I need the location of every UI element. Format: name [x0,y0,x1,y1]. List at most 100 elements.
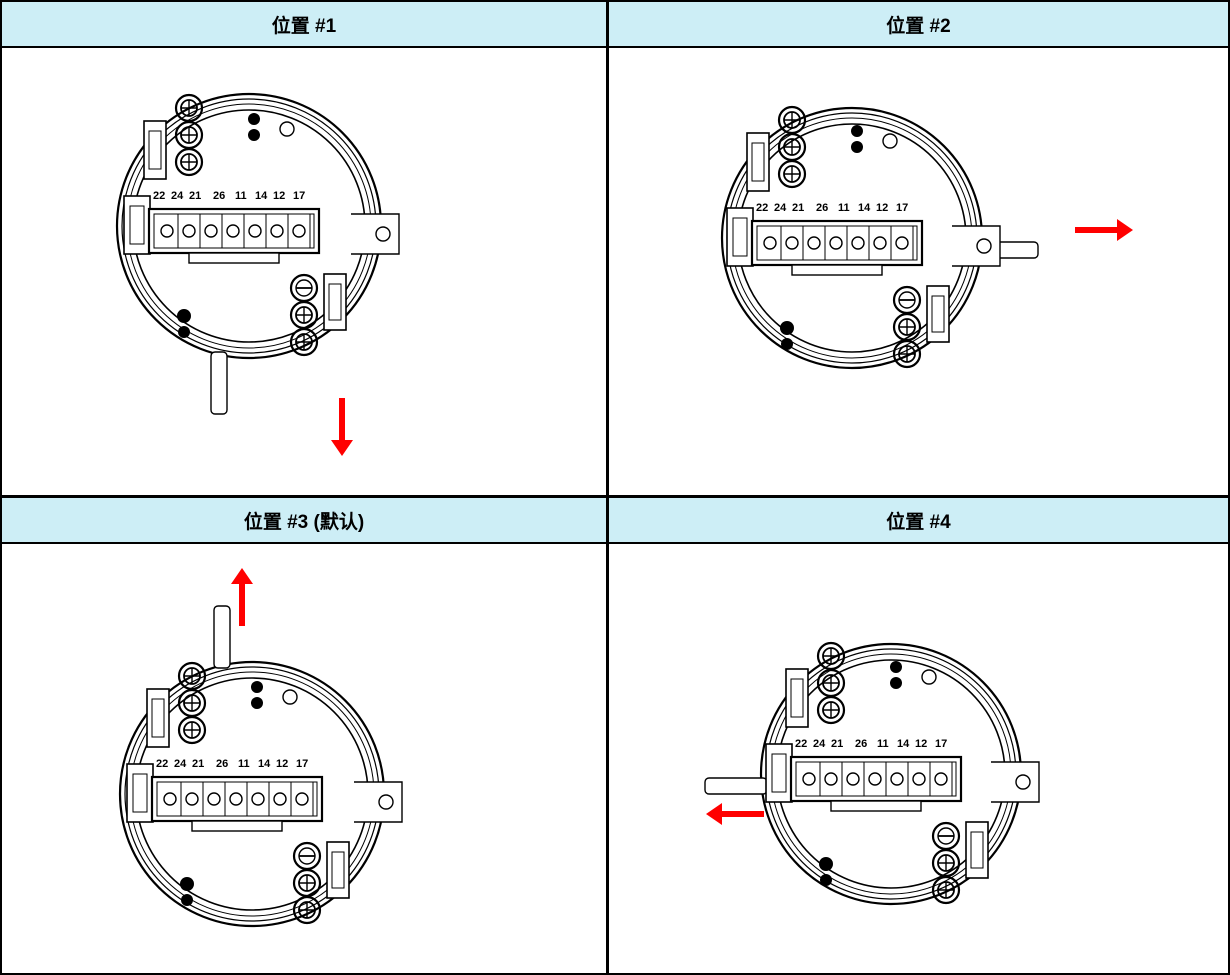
hose-nozzle [210,351,228,415]
fuse-left [726,207,754,267]
connector-label: 26 [216,758,228,770]
connector-label: 12 [876,202,888,214]
fuse-left-inner [771,753,787,793]
connector-pin [802,772,816,786]
connector-label: 12 [273,190,285,202]
screw-terminal [292,895,322,925]
screw-terminal [931,875,961,905]
connector-pin [273,792,287,806]
connector-label: 26 [213,190,225,202]
connector-pin [160,224,174,238]
fuse-lower [326,841,350,899]
connector-label: 24 [174,758,187,770]
fuse-lower [323,273,347,331]
fuse-left [765,743,793,803]
screw-cross [181,100,197,116]
connector-pin [185,792,199,806]
connector-label: 14 [258,758,271,770]
screw-cross [823,702,839,718]
connector-label: 26 [816,202,828,214]
border-bottom [0,973,1230,975]
fuse-upper-inner [790,678,804,718]
screw-cross [784,139,800,155]
connector-block [147,207,321,255]
connector-pin [895,236,909,250]
screw-terminal [816,695,846,725]
indicator-ring [882,133,898,149]
panel-2-header: 位置 #2 [609,2,1228,46]
screw-cross [299,875,315,891]
connector-label: 14 [858,202,871,214]
screw-terminal [177,715,207,745]
mounting-hole [375,226,391,242]
connector-block-inner [153,213,315,249]
mounting-hole [1015,774,1031,790]
connector-pin [846,772,860,786]
mounting-tab [991,761,1040,803]
connector-pin [824,772,838,786]
connector-pin [763,236,777,250]
connector-pin [251,792,265,806]
indicator-dot [820,874,832,886]
indicator-dot [851,125,863,137]
border-header2-bottom [0,542,1230,544]
connector-pin [292,224,306,238]
connector-label: 21 [189,190,201,202]
indicator-dot [819,857,833,871]
border-top [0,0,1230,2]
fuse-upper [746,132,770,192]
screw-cross [784,112,800,128]
indicator-ring [921,669,937,685]
connector-block-inner [795,761,957,797]
connector-pin [851,236,865,250]
connector-label: 12 [915,738,927,750]
screw-cross [184,722,200,738]
connector-pin [204,224,218,238]
panel-3-title: 位置 #3 (默认) [243,511,365,533]
panel-3-header: 位置 #3 (默认) [2,498,606,542]
connector-label: 17 [296,758,308,770]
border-header1-bottom [0,46,1230,48]
connector-block-inner [756,225,918,261]
connector-label: 14 [255,190,268,202]
connector-label: 22 [795,738,807,750]
panel-4-title: 位置 #4 [886,511,951,533]
indicator-dot [177,309,191,323]
indicator-dot [251,697,263,709]
connector-label: 17 [935,738,947,750]
connector-label: 17 [896,202,908,214]
indicator-ring [282,689,298,705]
border-right [1228,0,1230,975]
fuse-left-inner [732,217,748,257]
connector-pin [868,772,882,786]
arrow-shape [231,568,253,626]
indicator-dot [781,338,793,350]
connector-pin [890,772,904,786]
panel-1-title: 位置 #1 [271,15,337,37]
mounting-tab [952,225,1001,267]
connector-label: 24 [813,738,826,750]
connector-label: 24 [171,190,184,202]
connector-pin [248,224,262,238]
screw-cross [299,902,315,918]
connector-label: 11 [838,202,850,214]
connector-label: 21 [831,738,843,750]
fuse-lower-inner [970,831,984,869]
screw-cross [823,648,839,664]
mounting-tab [354,781,403,823]
fuse-left-inner [132,773,148,813]
connector-label: 22 [153,190,165,202]
connector-base [191,820,283,832]
connector-block [789,755,963,803]
connector-label: 14 [897,738,910,750]
direction-arrow [706,803,764,825]
connector-pin [829,236,843,250]
connector-label: 11 [238,758,250,770]
